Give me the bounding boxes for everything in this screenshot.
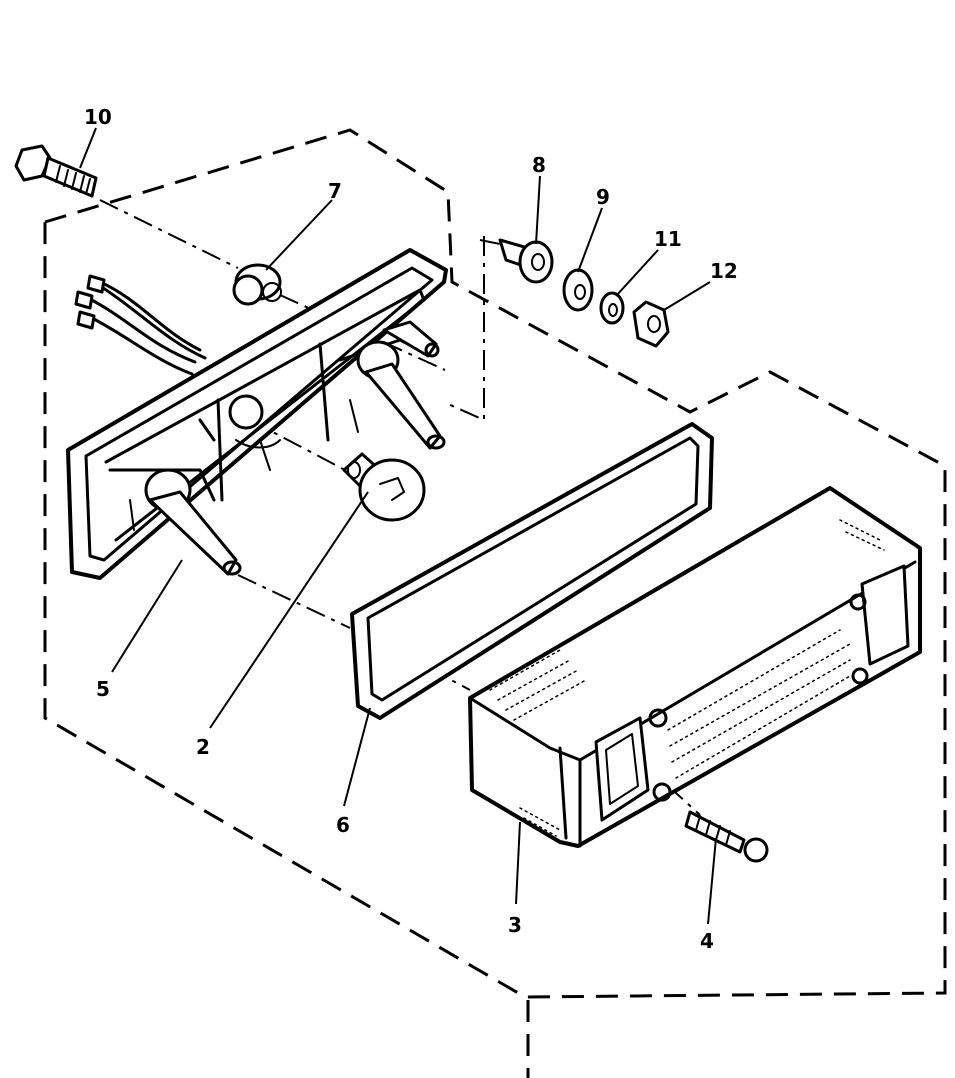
lock-washer-part-11 (599, 291, 625, 325)
callout-10: 10 (84, 105, 112, 129)
callout-6: 6 (336, 813, 350, 837)
gasket-part-6 (350, 422, 714, 720)
lamp-housing (66, 248, 448, 580)
lens-part-3 (468, 486, 922, 848)
callout-9: 9 (596, 185, 610, 209)
callout-8: 8 (532, 153, 546, 177)
nut-part-12 (632, 300, 670, 348)
screw-part-4 (684, 810, 769, 863)
grommet-part-7 (232, 263, 282, 306)
bulb-part-2 (342, 452, 426, 522)
callout-4: 4 (700, 929, 714, 953)
callout-3: 3 (508, 913, 522, 937)
washer-part-9 (562, 268, 594, 312)
callout-7: 7 (328, 179, 342, 203)
callout-labels: 10 7 8 9 11 12 5 2 6 3 4 (84, 105, 738, 953)
assembly-boundary (43, 128, 947, 1078)
callout-12: 12 (710, 259, 738, 283)
pin-part-8 (498, 238, 554, 284)
bolt-part-10 (14, 144, 98, 198)
callout-5: 5 (96, 677, 110, 701)
callout-2: 2 (196, 735, 210, 759)
callout-11: 11 (654, 227, 682, 251)
leader-lines (79, 127, 717, 925)
